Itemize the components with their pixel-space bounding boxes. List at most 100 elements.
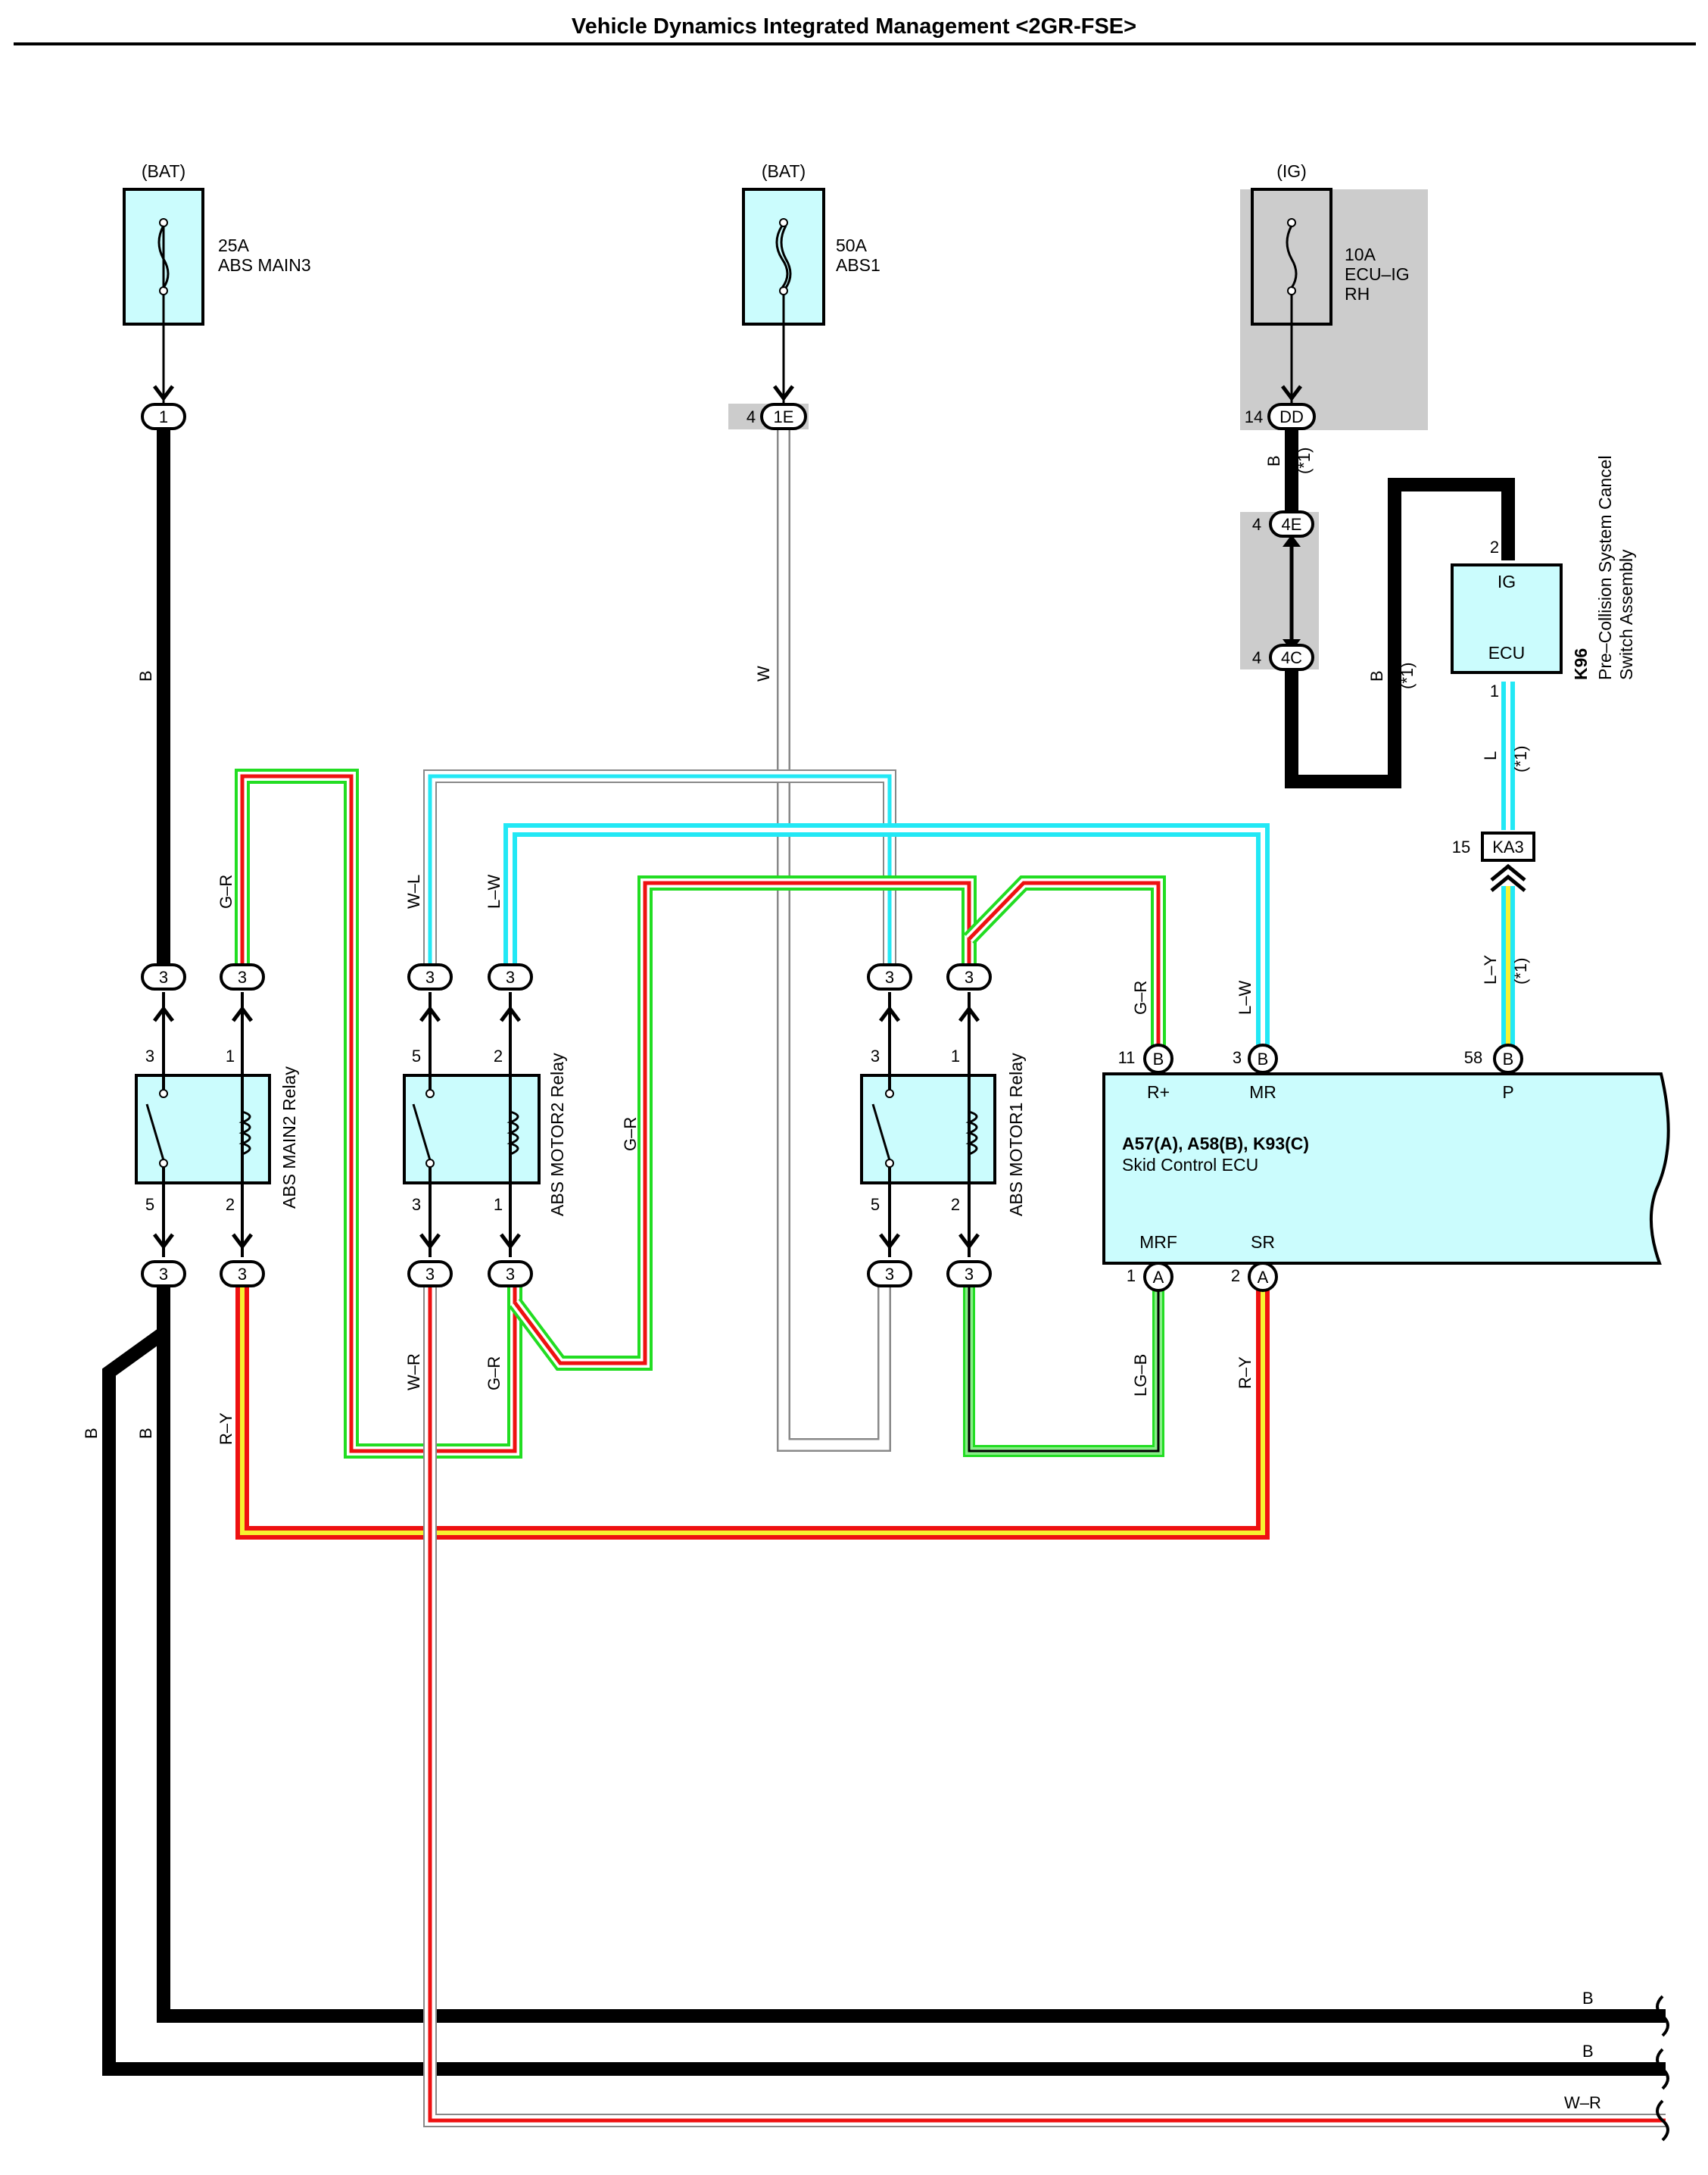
label-lgb: LG–B (1131, 1354, 1150, 1396)
label-b-end2: B (1582, 2042, 1594, 2061)
svg-text:3: 3 (871, 1047, 880, 1066)
svg-text:1: 1 (951, 1047, 960, 1066)
label-lw: L–W (485, 875, 503, 909)
label-ly: L–Y (1481, 955, 1500, 985)
fuse-name-line2: RH (1345, 284, 1370, 304)
svg-text:3: 3 (238, 1265, 247, 1284)
precollision-switch: 2 IG ECU 1 K96 Pre–Collision System Canc… (1451, 455, 1636, 701)
label-b-bus2: B (136, 1428, 155, 1439)
svg-text:P: P (1502, 1082, 1513, 1102)
relay-connector-bottom: 3 (220, 1233, 265, 1287)
svg-text:B: B (1153, 1050, 1164, 1069)
junction-shade (1240, 512, 1319, 669)
svg-text:MR: MR (1249, 1082, 1276, 1102)
relay-connector-top: 3 (488, 963, 533, 1022)
svg-text:5: 5 (412, 1047, 421, 1066)
relay-name: ABS MOTOR1 Relay (1006, 1053, 1026, 1216)
relay-connector-bottom: 3 (867, 1233, 912, 1287)
svg-text:3: 3 (965, 968, 974, 987)
relay-connector-bottom: 3 (407, 1233, 453, 1287)
svg-text:3: 3 (425, 1265, 435, 1284)
wire-wl (423, 769, 896, 966)
fuse-name: ABS1 (836, 255, 880, 275)
svg-text:1E: 1E (774, 407, 794, 426)
fuse-rating: 10A (1345, 245, 1376, 264)
label-wl: W–L (404, 875, 423, 909)
relay-connector-top: 3 (141, 963, 186, 1022)
fuse-source-label: (IG) (1276, 161, 1307, 181)
svg-text:DD: DD (1279, 407, 1304, 426)
connector-ka3: 15 KA3 (1452, 832, 1535, 892)
wire-w-abs1 (777, 429, 891, 1452)
svg-text:3: 3 (159, 1265, 168, 1284)
wire-gr-main2 (235, 769, 522, 1459)
wire-lw (503, 823, 1270, 1056)
wire-wr (423, 1286, 1666, 2127)
wire-break-marks (1656, 1995, 1669, 2142)
fuse-rating: 50A (836, 236, 868, 255)
fuse-abs1: (BAT) 50A ABS1 (742, 161, 880, 424)
fuse-abs-main3: (BAT) 25A ABS MAIN3 (123, 161, 311, 424)
switch-code: K96 (1571, 648, 1591, 680)
svg-text:3: 3 (412, 1195, 421, 1214)
svg-text:3: 3 (965, 1265, 974, 1284)
connector-1: 1 (141, 403, 186, 430)
svg-text:3: 3 (238, 968, 247, 987)
relay-abs-motor2: 5 2 3 1 ABS MOTOR2 Relay (403, 992, 567, 1257)
svg-text:1: 1 (494, 1195, 503, 1214)
svg-text:1: 1 (226, 1047, 235, 1066)
relay-abs-motor1: 3 1 5 2 ABS MOTOR1 Relay (860, 992, 1026, 1257)
svg-text:1: 1 (159, 407, 168, 426)
fuse-rating: 25A (218, 236, 250, 255)
svg-text:3: 3 (885, 1265, 894, 1284)
label-ry: R–Y (217, 1412, 235, 1445)
svg-text:A: A (1258, 1268, 1269, 1287)
wire-lgb (963, 1286, 1164, 1457)
svg-text:1: 1 (1127, 1266, 1136, 1285)
relay-connector-bottom: 3 (488, 1233, 533, 1287)
relay-connector-top: 3 (867, 963, 912, 1022)
svg-text:3: 3 (1233, 1048, 1242, 1067)
svg-text:58: 58 (1464, 1048, 1482, 1067)
wire-b-ground-bus (102, 1286, 1666, 2076)
wire-gr-motor (509, 875, 1166, 1371)
svg-text:2: 2 (494, 1047, 503, 1066)
label-b-ig: B (1264, 455, 1283, 467)
ecu-codes: A57(A), A58(B), K93(C) (1122, 1134, 1309, 1153)
relay-abs-main2: 3 1 5 2 ABS MAIN2 Relay (135, 992, 299, 1257)
label-wr: W–R (404, 1353, 423, 1390)
fuse-source-label: (BAT) (142, 161, 185, 181)
svg-text:2: 2 (951, 1195, 960, 1214)
relay-connectors: 3 3 3 3 3 3 3 3 3 3 3 3 (141, 963, 992, 1287)
svg-text:KA3: KA3 (1492, 838, 1524, 857)
switch-name-line2: Switch Assembly (1616, 549, 1636, 680)
svg-text:4: 4 (1252, 515, 1261, 534)
relay-name: ABS MOTOR2 Relay (547, 1053, 567, 1216)
label-ry-ecu: R–Y (1236, 1356, 1255, 1389)
relay-connector-bottom: 3 (946, 1233, 992, 1287)
relay-connector-top: 3 (946, 963, 992, 1022)
fuse-source-label: (BAT) (762, 161, 806, 181)
skid-control-ecu: A57(A), A58(B), K93(C) Skid Control ECU … (1102, 1044, 1670, 1292)
svg-text:3: 3 (159, 968, 168, 987)
label-lw-ecu: L–W (1236, 981, 1255, 1015)
svg-text:5: 5 (871, 1195, 880, 1214)
label-gr-ecu: G–R (1131, 981, 1150, 1015)
svg-text:3: 3 (425, 968, 435, 987)
svg-text:2: 2 (226, 1195, 235, 1214)
svg-text:5: 5 (145, 1195, 154, 1214)
connector-dd: 14 DD (1245, 403, 1316, 430)
wire-b-ig-feed (1285, 429, 1515, 788)
switch-label-ecu: ECU (1488, 643, 1526, 663)
ecu-name: Skid Control ECU (1122, 1155, 1258, 1175)
svg-text:3: 3 (506, 1265, 515, 1284)
svg-text:2: 2 (1231, 1266, 1240, 1285)
svg-text:3: 3 (145, 1047, 154, 1066)
label-gr-mid: G–R (621, 1117, 640, 1151)
svg-text:4E: 4E (1282, 515, 1302, 534)
label-note-ig2: (*1) (1398, 663, 1417, 689)
svg-text:11: 11 (1118, 1048, 1136, 1067)
connector-4e: 4 4E (1252, 510, 1314, 538)
label-b-ig2: B (1367, 670, 1386, 682)
